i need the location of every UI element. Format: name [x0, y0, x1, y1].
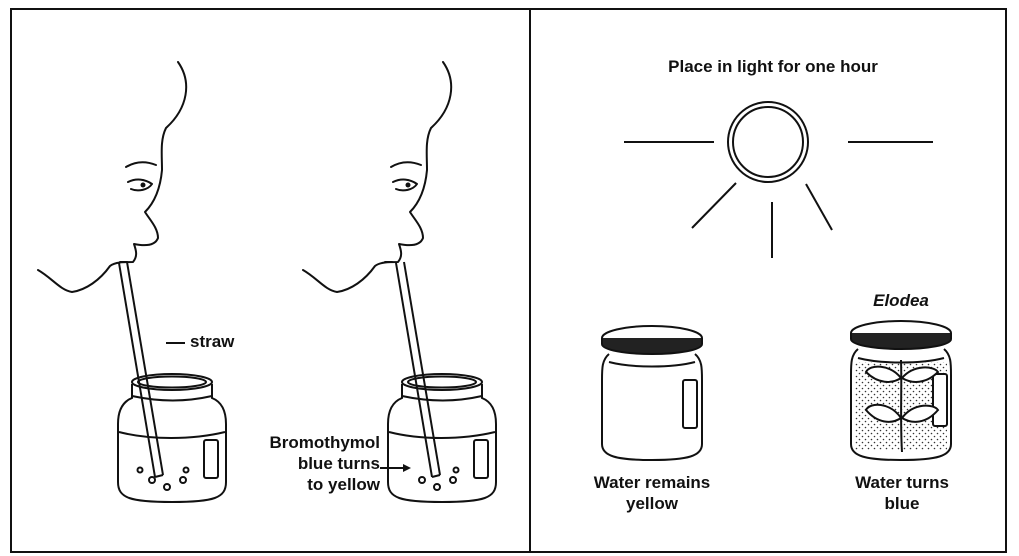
- indicator-arrow: [380, 464, 411, 472]
- eye: [393, 180, 417, 191]
- sun-icon: [624, 102, 933, 258]
- indicator-label: Bromothymol blue turns to yellow: [240, 432, 380, 495]
- person-left: [38, 62, 186, 292]
- face-profile: [38, 62, 186, 292]
- jar-plain-caption-line-2: yellow: [562, 493, 742, 514]
- jar-plant-caption-line-2: blue: [820, 493, 984, 514]
- straw-left: [119, 262, 163, 477]
- jar-plant-caption: Water turns blue: [820, 472, 984, 514]
- eyebrow: [126, 162, 156, 167]
- plant-label: Elodea: [840, 290, 962, 311]
- jar-plant-caption-line-1: Water turns: [820, 472, 984, 493]
- pupil: [406, 183, 411, 188]
- jar-right: [388, 374, 496, 502]
- jar-plain-caption: Water remains yellow: [562, 472, 742, 514]
- indicator-line-1: Bromothymol: [240, 432, 380, 453]
- jar-elodea: [851, 321, 951, 460]
- straw-right: [396, 262, 440, 477]
- face-profile: [303, 62, 451, 292]
- plant-stem: [901, 360, 902, 452]
- jar-plain: [602, 326, 702, 460]
- indicator-line-3: to yellow: [240, 474, 380, 495]
- panel-title: Place in light for one hour: [600, 56, 946, 77]
- jar-left: [118, 374, 226, 502]
- pupil: [141, 183, 146, 188]
- indicator-line-2: blue turns: [240, 453, 380, 474]
- eyebrow: [391, 162, 421, 167]
- person-right: [303, 62, 451, 292]
- jar-plain-caption-line-1: Water remains: [562, 472, 742, 493]
- eye: [128, 180, 152, 191]
- straw-label: straw: [190, 331, 234, 352]
- outer-border: [11, 9, 1006, 552]
